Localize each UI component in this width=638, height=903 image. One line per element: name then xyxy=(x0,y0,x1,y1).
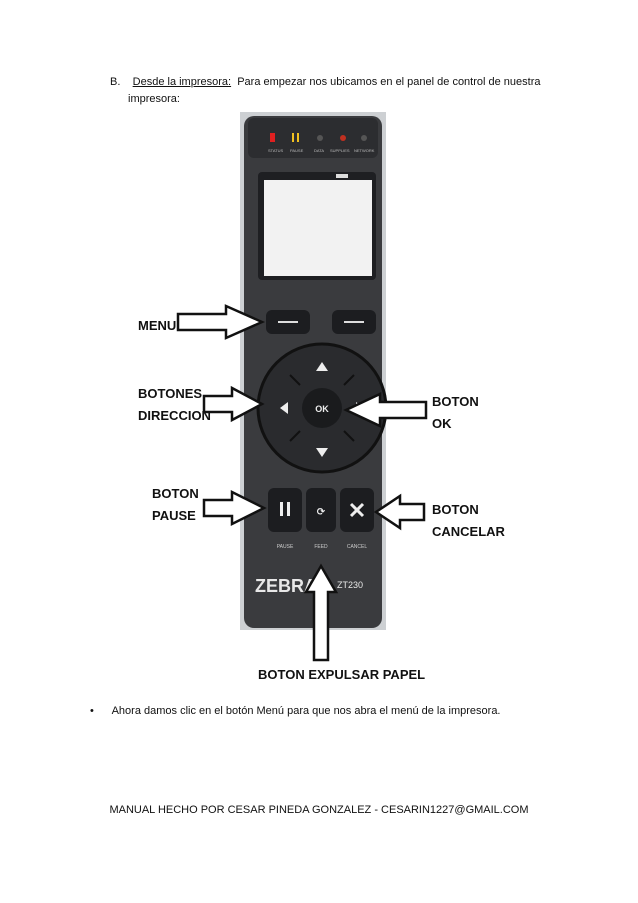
callout-pause-line2: PAUSE xyxy=(152,508,196,523)
callout-pause-line1: BOTON xyxy=(152,486,199,501)
section-text: Para empezar nos ubicamos en el panel de… xyxy=(237,76,541,88)
status-light-icon xyxy=(270,133,275,142)
arrow-to-menu-icon xyxy=(176,304,266,340)
indicator-strip xyxy=(248,118,378,158)
indicator-label-pause: PAUSE xyxy=(290,148,304,153)
callout-ok-line2: OK xyxy=(432,416,452,431)
pause-button[interactable] xyxy=(268,488,302,532)
supplies-light-icon xyxy=(340,135,346,141)
callout-direccion-line1: BOTONES xyxy=(138,386,202,401)
callout-feed: BOTON EXPULSAR PAPEL xyxy=(258,667,425,682)
feed-icon: ⟳ xyxy=(317,507,326,518)
arrow-to-direccion-icon xyxy=(202,385,265,423)
feed-button[interactable] xyxy=(306,488,336,532)
indicator-label-status: STATUS xyxy=(268,148,284,153)
callout-menu: MENU xyxy=(138,318,176,333)
pause-key-label: PAUSE xyxy=(277,544,294,550)
ok-label: OK xyxy=(315,404,329,414)
section-marker: B. xyxy=(110,76,121,88)
bullet-item: • Ahora damos clic en el botón Menú para… xyxy=(90,705,501,717)
arrow-up-icon xyxy=(316,362,328,371)
page-footer: MANUAL HECHO POR CESAR PINEDA GONZALEZ -… xyxy=(109,804,529,816)
section-text-continued: impresora: xyxy=(128,93,180,105)
cancel-key-label: CANCEL xyxy=(347,544,368,550)
ok-button[interactable] xyxy=(302,388,342,428)
callout-cancel-line2: CANCELAR xyxy=(432,524,506,539)
arrow-to-pause-icon xyxy=(202,489,267,527)
arrow-to-feed-icon xyxy=(303,563,339,662)
arrow-down-icon xyxy=(316,448,328,457)
pause-light-icon xyxy=(292,133,294,142)
callout-cancel-line1: BOTON xyxy=(432,502,479,517)
arrow-left-icon xyxy=(280,402,288,414)
indicator-label-supplies: SUPPLIES xyxy=(330,148,350,153)
brand-logo: ZEBRA xyxy=(255,576,317,596)
section-heading: B. Desde la impresora: Para empezar nos … xyxy=(110,74,541,105)
lcd-screen xyxy=(264,180,372,276)
feed-key-label: FEED xyxy=(314,544,328,550)
bullet-text: Ahora damos clic en el botón Menú para q… xyxy=(111,705,501,717)
indicator-label-data: DATA xyxy=(314,148,324,153)
callout-ok-line1: BOTON xyxy=(432,394,479,409)
arrow-to-ok-icon xyxy=(343,392,428,428)
bullet-symbol: • xyxy=(90,705,94,717)
section-title: Desde la impresora: xyxy=(132,76,232,88)
callout-direccion-line2: DIRECCION xyxy=(138,408,211,423)
model-label: ZT230 xyxy=(337,580,363,590)
indicator-label-network: NETWORK xyxy=(354,148,375,153)
pause-icon xyxy=(280,502,283,516)
arrow-to-cancel-icon xyxy=(373,493,426,531)
